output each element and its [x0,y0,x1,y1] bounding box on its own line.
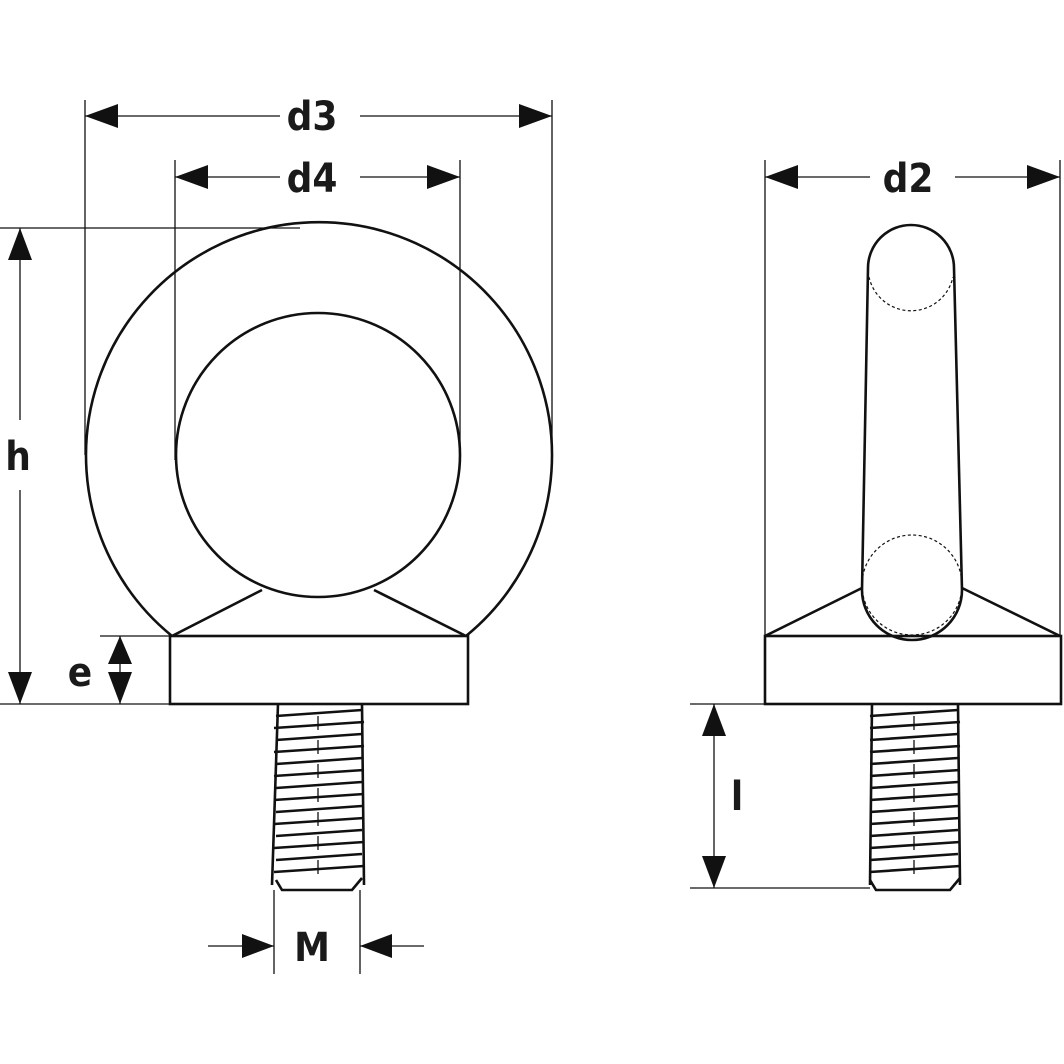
eye-side-profile [860,223,964,642]
label-d2: d2 [883,156,934,202]
dimension-e: e [68,635,170,704]
collar-side [763,634,1063,706]
dimension-h: h [0,227,300,705]
label-e: e [68,650,92,696]
dimension-l: l [690,703,870,889]
eye-inner-hole [174,311,462,599]
dimension-M: M [208,890,424,974]
label-h: h [5,434,31,480]
dimension-d4: d4 [174,156,461,460]
label-l: l [731,774,743,820]
eye-outer-ring [84,221,554,638]
label-M: M [294,925,330,971]
thread-front [270,703,366,892]
collar [168,634,470,706]
dimension-d2: d2 [764,156,1061,655]
label-d4: d4 [287,156,338,202]
front-view: d3 d4 h e [0,94,554,974]
dimension-d3: d3 [84,94,553,455]
side-view: d2 l [690,156,1063,892]
label-d3: d3 [287,94,338,140]
thread-side [868,703,962,892]
